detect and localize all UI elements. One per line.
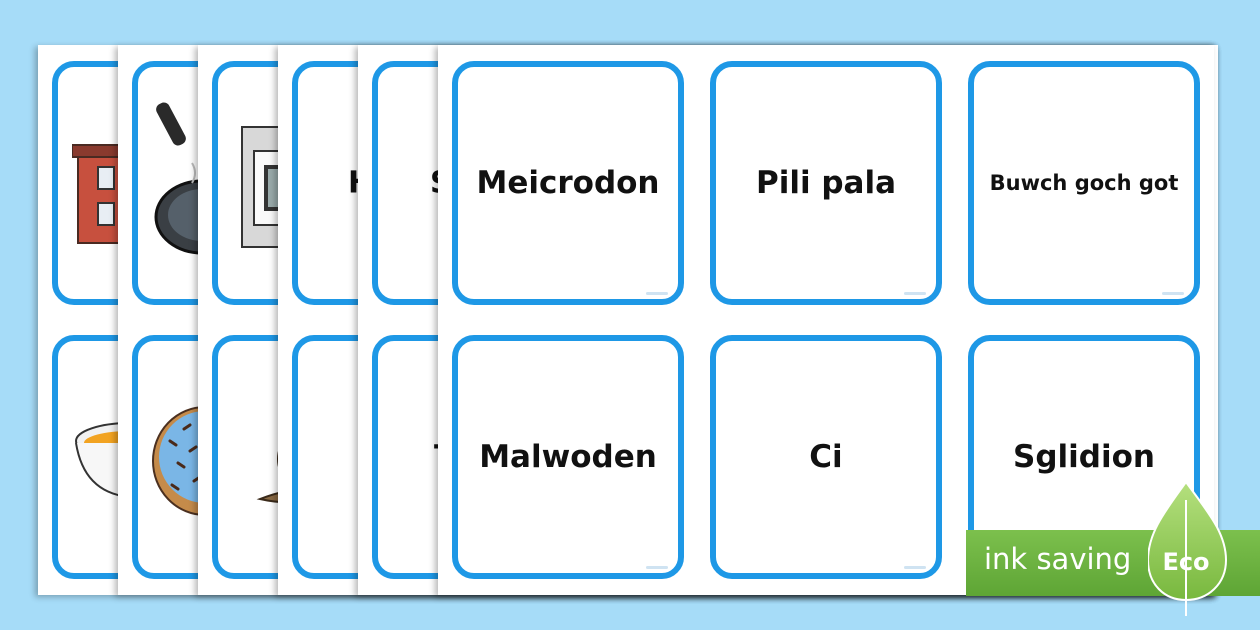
credit-mark	[904, 566, 926, 569]
card-malwoden: Malwoden	[452, 335, 684, 579]
credit-mark	[646, 566, 668, 569]
card-meicrodon: Meicrodon	[452, 61, 684, 305]
eco-label: Eco	[1162, 548, 1209, 576]
credit-mark	[646, 292, 668, 295]
card-label: Sglidion	[1013, 439, 1155, 475]
credit-mark	[1162, 292, 1184, 295]
leaf-icon: Eco	[1148, 480, 1228, 616]
card-pili-pala: Pili pala	[710, 61, 942, 305]
ink-saving-label: ink saving	[984, 542, 1132, 576]
card-ci: Ci	[710, 335, 942, 579]
card-label: Meicrodon	[476, 165, 660, 201]
card-label: Pili pala	[755, 165, 897, 201]
credit-mark	[904, 292, 926, 295]
card-buwch-goch-got: Buwch goch got	[968, 61, 1200, 305]
card-label: Malwoden	[479, 439, 657, 475]
card-label: Buwch goch got	[989, 171, 1179, 195]
worksheet-page-front: Meicrodon Pili pala Buwch goch got Malwo…	[438, 45, 1214, 595]
card-label: Ci	[809, 439, 843, 475]
